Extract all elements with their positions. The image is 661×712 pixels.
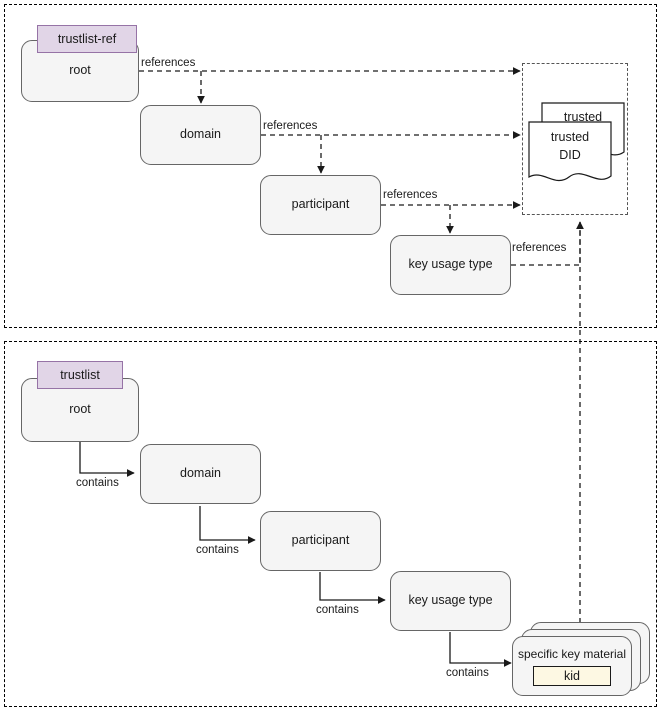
- node-ref-participant[interactable]: participant: [260, 175, 381, 235]
- trusted-did-label-line1: trusted: [550, 130, 590, 144]
- node-ref-participant-label: participant: [291, 197, 350, 212]
- edge-label-references-4: references: [512, 242, 567, 254]
- tag-trustlist-ref: trustlist-ref: [37, 25, 137, 53]
- edge-label-contains-4: contains: [446, 667, 489, 679]
- edge-label-references-1: references: [141, 57, 196, 69]
- group-trustlist-ref: [4, 4, 657, 328]
- node-list-root-label: root: [69, 402, 91, 417]
- node-list-key-usage-type[interactable]: key usage type: [390, 571, 511, 631]
- node-ref-domain-label: domain: [180, 127, 221, 142]
- tag-trustlist-ref-label: trustlist-ref: [57, 32, 117, 46]
- tag-trustlist-label: trustlist: [60, 368, 100, 382]
- node-ref-key-usage-type[interactable]: key usage type: [390, 235, 511, 295]
- node-list-key-usage-type-label: key usage type: [408, 593, 493, 608]
- group-trusted-did: [522, 63, 628, 215]
- specific-key-material-label: specific key material: [517, 646, 627, 661]
- node-list-participant-label: participant: [291, 533, 350, 548]
- kid-badge: kid: [533, 665, 611, 686]
- node-list-participant[interactable]: participant: [260, 511, 381, 571]
- group-trustlist: [4, 341, 657, 707]
- edge-label-references-3: references: [383, 189, 438, 201]
- stack-layer-front[interactable]: specific key material kid: [512, 636, 632, 696]
- node-list-domain[interactable]: domain: [140, 444, 261, 504]
- node-ref-key-usage-type-label: key usage type: [408, 257, 493, 272]
- node-specific-key-material-stack[interactable]: specific key material kid: [512, 622, 652, 697]
- trusted-did-label-line2: DID: [559, 148, 581, 162]
- edge-label-contains-2: contains: [196, 544, 239, 556]
- edge-label-contains-3: contains: [316, 604, 359, 616]
- trusted-document-back-label: trusted: [563, 110, 603, 124]
- node-ref-domain[interactable]: domain: [140, 105, 261, 165]
- edge-label-contains-1: contains: [76, 477, 119, 489]
- edge-label-references-2: references: [263, 120, 318, 132]
- node-ref-root-label: root: [69, 63, 91, 78]
- node-list-domain-label: domain: [180, 466, 221, 481]
- tag-trustlist: trustlist: [37, 361, 123, 389]
